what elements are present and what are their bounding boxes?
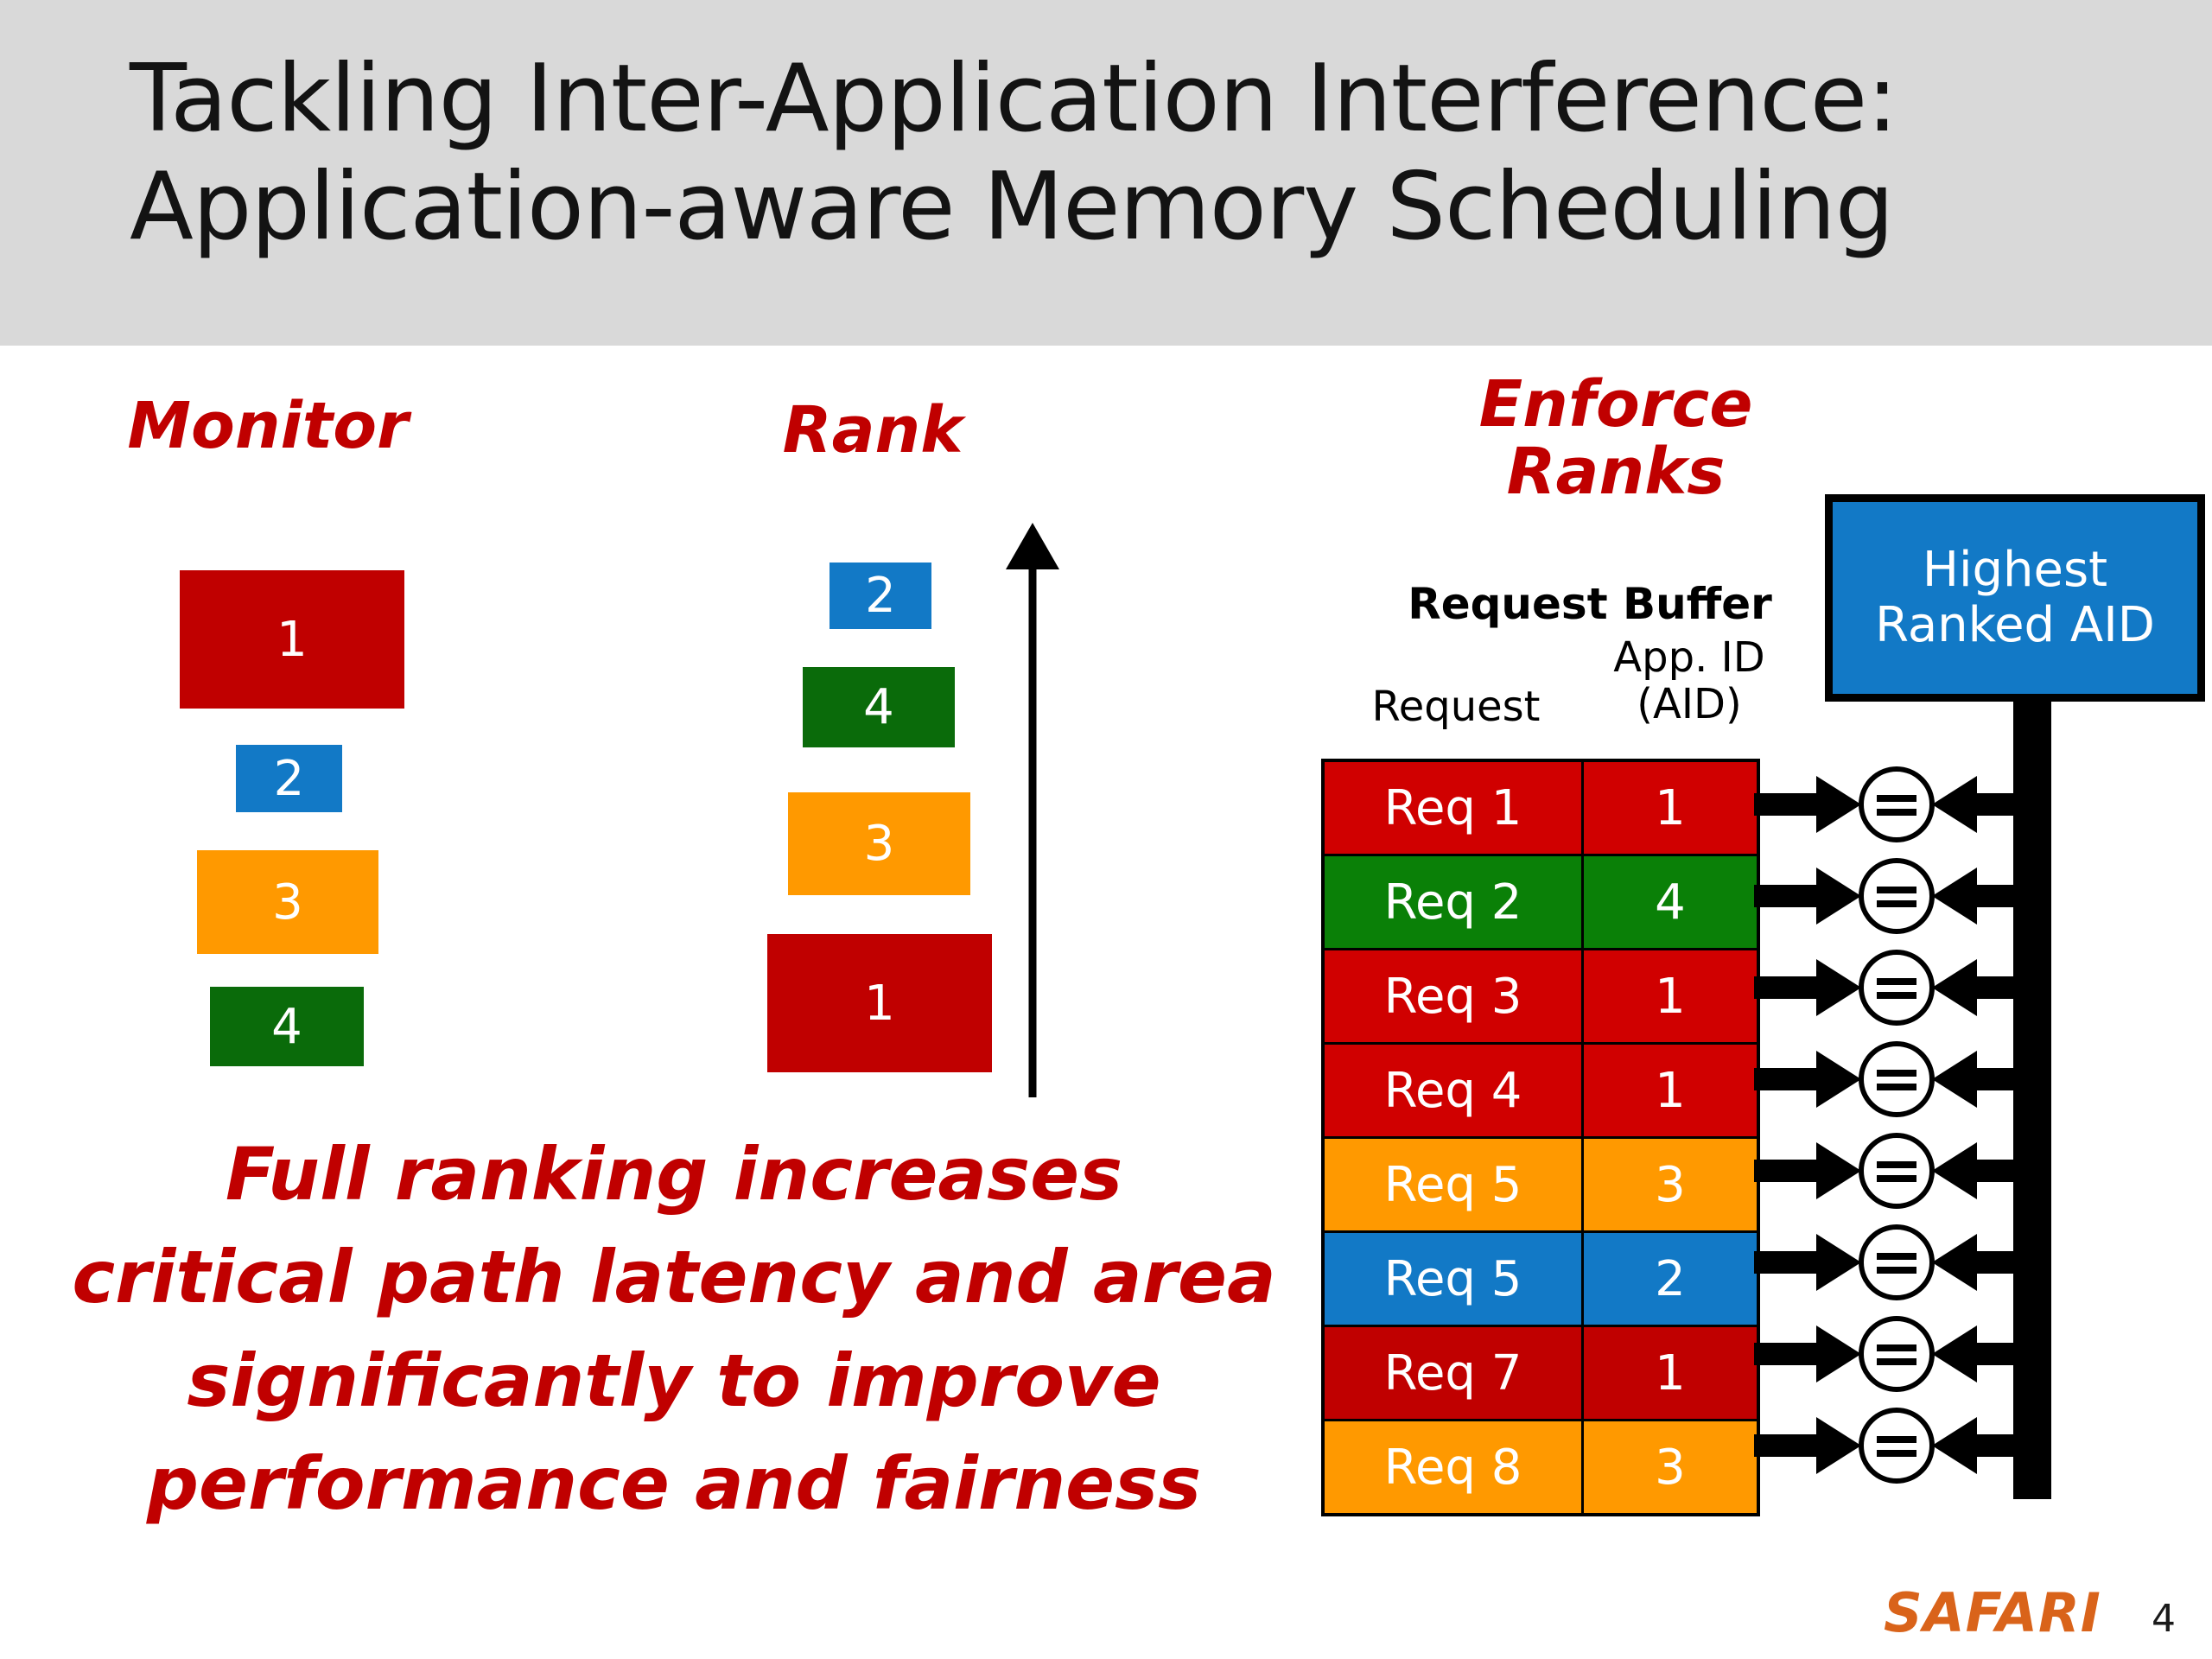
highest-ranked-aid-line1: Highest — [1922, 541, 2108, 598]
monitor-box-app4-label: 4 — [271, 998, 302, 1055]
table-row: Req 8 3 — [1321, 1419, 1760, 1516]
column-header-app-id-line1: App. ID — [1613, 633, 1765, 682]
table-row: Req 5 3 — [1321, 1136, 1760, 1233]
column-header-app-id-line2: (AID) — [1637, 679, 1742, 728]
monitor-box-app1: 1 — [180, 570, 404, 709]
monitor-box-app2-label: 2 — [273, 750, 305, 807]
enforce-ranks-heading: Enforce Ranks — [1434, 371, 1797, 505]
comparator-row-1: = — [1754, 759, 2039, 850]
enforce-heading-line-2: Ranks — [1506, 434, 1726, 509]
bottom-note-line-4: performance and fairness — [146, 1440, 1202, 1526]
monitor-box-app1-label: 1 — [276, 611, 308, 668]
bottom-note-line-3: significantly to improve — [187, 1338, 1161, 1423]
request-buffer-label: Request Buffer — [1408, 579, 1772, 629]
page-number: 4 — [2152, 1597, 2176, 1641]
table-row: Req 3 1 — [1321, 948, 1760, 1045]
row-aid-cell: 3 — [1581, 1419, 1760, 1516]
enforce-heading-line-1: Enforce — [1478, 367, 1753, 442]
column-header-app-id: App. ID (AID) — [1581, 633, 1797, 728]
comparator-row-8: = — [1754, 1400, 2039, 1491]
rank-box-app2-label: 2 — [865, 568, 896, 624]
title-line-1: Tackling Inter-Application Interference: — [130, 45, 1898, 153]
table-row: Req 5 2 — [1321, 1230, 1760, 1327]
row-request-cell: Req 5 — [1321, 1230, 1584, 1327]
column-header-request: Request — [1371, 683, 1541, 731]
monitor-box-app4: 4 — [210, 987, 364, 1066]
bottom-takeaway-note: Full ranking increases critical path lat… — [17, 1123, 1331, 1535]
rank-box-app4-label: 4 — [863, 679, 894, 735]
highest-ranked-aid-bus-bar — [2013, 683, 2051, 1499]
table-row: Req 1 1 — [1321, 759, 1760, 856]
row-request-cell: Req 4 — [1321, 1042, 1584, 1139]
row-request-cell: Req 7 — [1321, 1325, 1584, 1421]
table-row: Req 2 4 — [1321, 854, 1760, 950]
rank-box-app1: 1 — [767, 934, 992, 1072]
table-row: Req 4 1 — [1321, 1042, 1760, 1139]
rank-heading: Rank — [782, 393, 963, 467]
comparator-row-7: = — [1754, 1308, 2039, 1400]
page-title: Tackling Inter-Application Interference:… — [130, 45, 2108, 262]
comparator-row-5: = — [1754, 1125, 2039, 1217]
row-request-cell: Req 3 — [1321, 948, 1584, 1045]
request-buffer-table: Req 1 1 Req 2 4 Req 3 1 Req 4 1 Req 5 3 … — [1321, 759, 1760, 1516]
comparator-row-3: = — [1754, 942, 2039, 1033]
row-aid-cell: 2 — [1581, 1230, 1760, 1327]
comparator-row-4: = — [1754, 1033, 2039, 1125]
table-row: Req 7 1 — [1321, 1325, 1760, 1421]
title-line-2: Application-aware Memory Scheduling — [130, 153, 1894, 262]
bottom-note-line-1: Full ranking increases — [225, 1132, 1123, 1217]
row-aid-cell: 1 — [1581, 948, 1760, 1045]
rank-box-app3: 3 — [788, 792, 970, 895]
comparator-row-6: = — [1754, 1217, 2039, 1308]
rank-box-app4: 4 — [803, 667, 955, 747]
row-request-cell: Req 1 — [1321, 759, 1584, 856]
row-aid-cell: 3 — [1581, 1136, 1760, 1233]
rank-up-arrow-icon — [1002, 523, 1063, 1097]
row-aid-cell: 1 — [1581, 1325, 1760, 1421]
highest-ranked-aid-line2: Ranked AID — [1875, 597, 2155, 653]
row-aid-cell: 1 — [1581, 1042, 1760, 1139]
safari-logo: SAFARI — [1884, 1581, 2101, 1644]
monitor-box-app2: 2 — [236, 745, 342, 812]
comparator-row-2: = — [1754, 850, 2039, 942]
rank-box-app3-label: 3 — [863, 816, 895, 872]
row-request-cell: Req 2 — [1321, 854, 1584, 950]
rank-box-app1-label: 1 — [864, 975, 895, 1032]
monitor-box-app3-label: 3 — [272, 874, 303, 931]
row-request-cell: Req 5 — [1321, 1136, 1584, 1233]
highest-ranked-aid-box: Highest Ranked AID — [1825, 494, 2205, 702]
title-band: Tackling Inter-Application Interference:… — [0, 0, 2212, 346]
row-request-cell: Req 8 — [1321, 1419, 1584, 1516]
rank-box-app2: 2 — [830, 563, 931, 629]
bottom-note-line-2: critical path latency and area — [72, 1235, 1276, 1320]
row-aid-cell: 4 — [1581, 854, 1760, 950]
monitor-box-app3: 3 — [197, 850, 378, 954]
monitor-heading: Monitor — [127, 389, 409, 463]
row-aid-cell: 1 — [1581, 759, 1760, 856]
